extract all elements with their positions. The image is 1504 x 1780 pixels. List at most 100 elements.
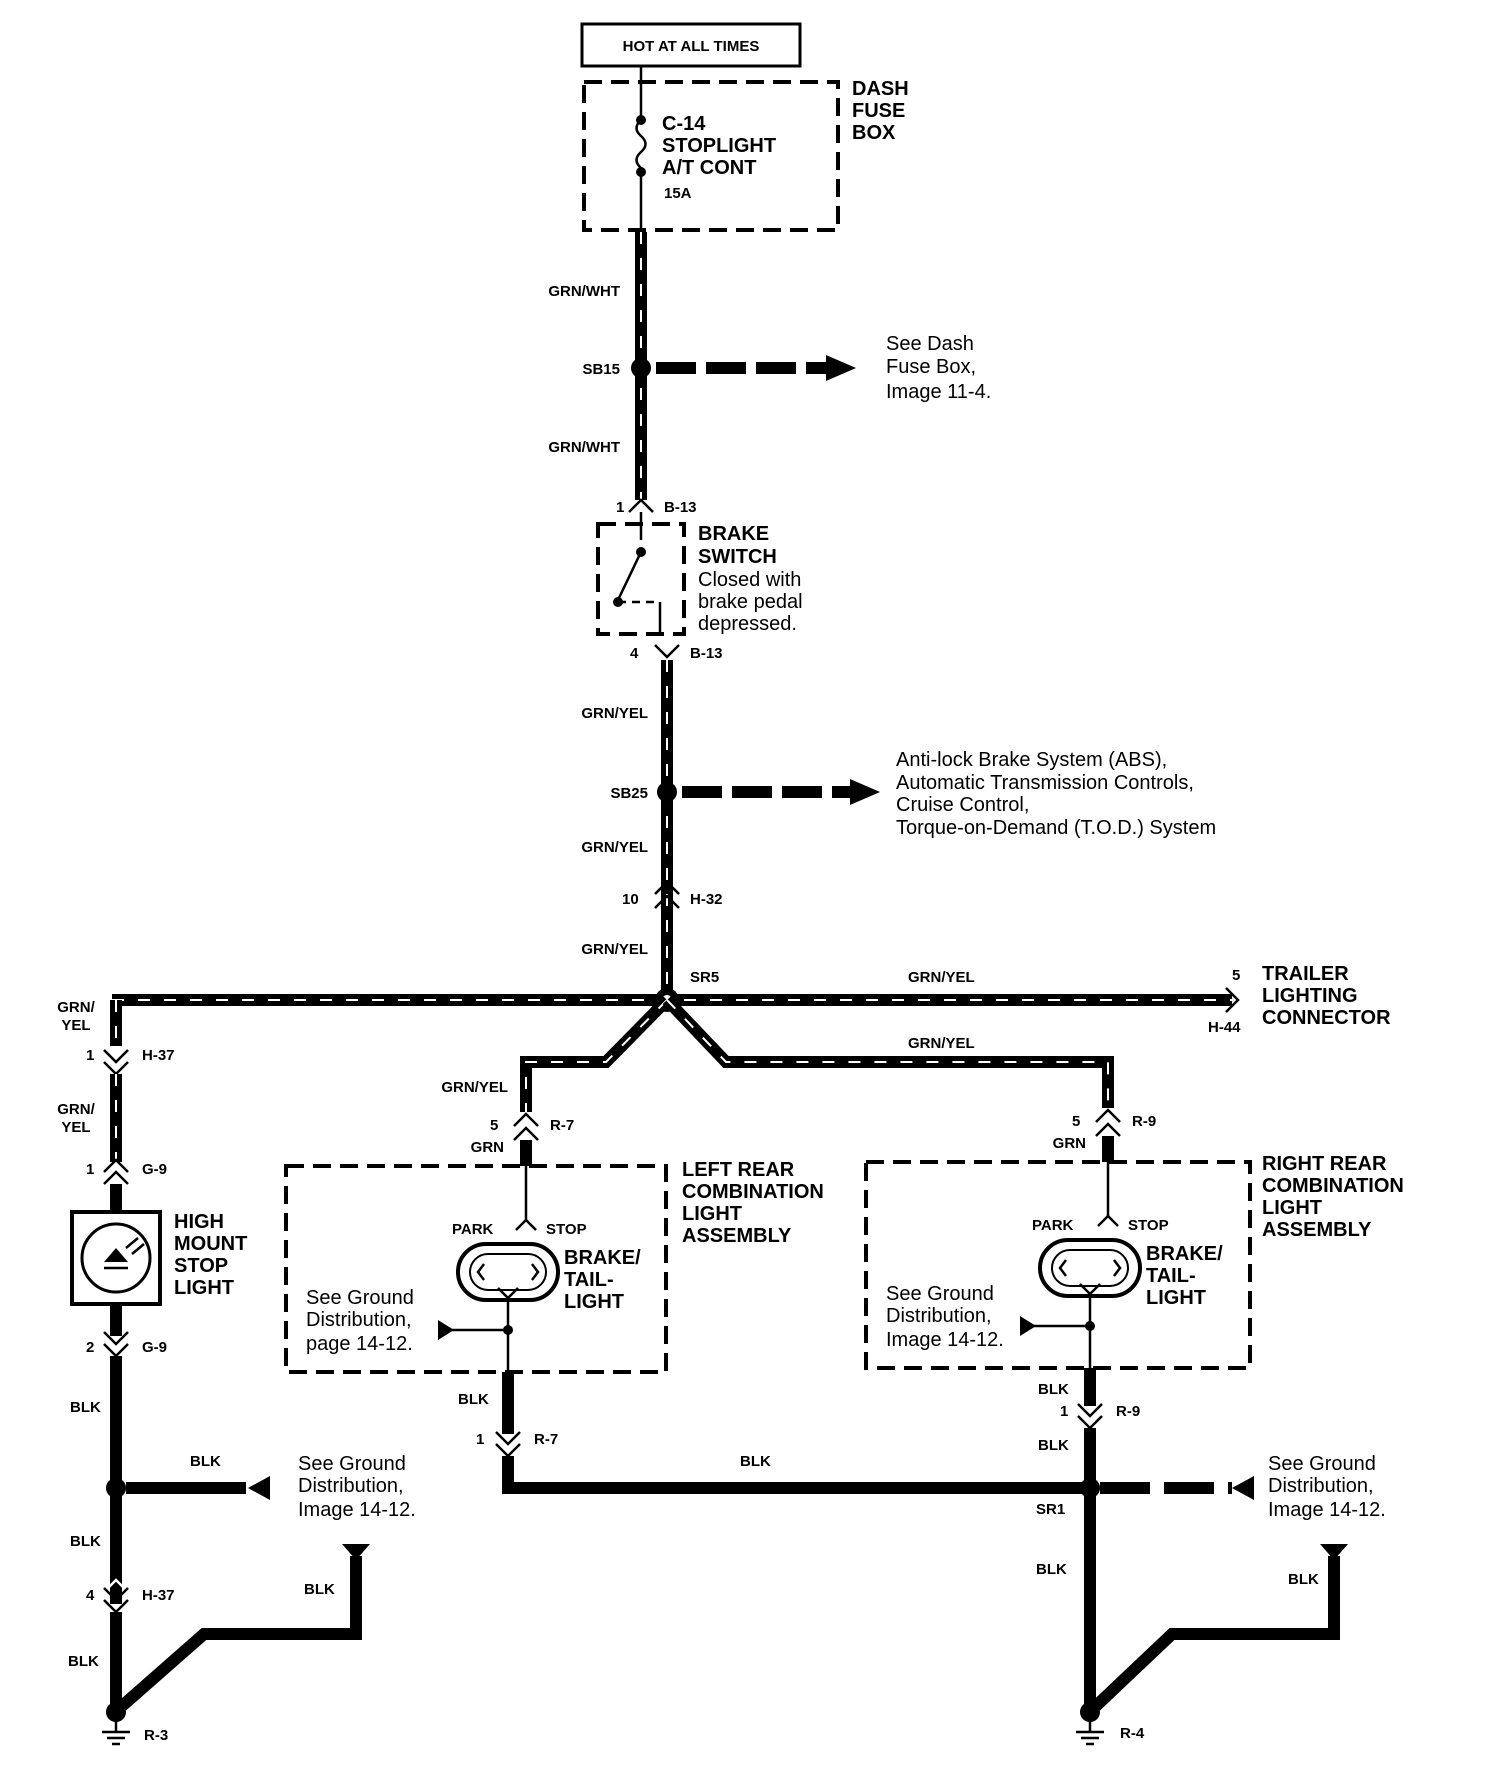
ground-label-r3: R-3 xyxy=(144,1727,168,1744)
splice-sb25 xyxy=(657,782,677,802)
wire-label-blk-r9-2: BLK xyxy=(1038,1437,1069,1454)
connector-label-g9-top: G-9 xyxy=(142,1161,167,1178)
connector-h32 xyxy=(654,880,680,895)
svg-text:LIGHT: LIGHT xyxy=(1262,1197,1322,1219)
right-rear-assy-outline xyxy=(864,1160,1252,1370)
right-park-label: PARK xyxy=(1032,1217,1074,1234)
svg-text:COMBINATION: COMBINATION xyxy=(682,1181,824,1203)
ground-r4 xyxy=(1080,1702,1100,1722)
connector-g9-top xyxy=(103,1158,129,1173)
svg-text:See Ground: See Ground xyxy=(1268,1453,1376,1475)
svg-text:Fuse Box,: Fuse Box, xyxy=(886,356,976,378)
pin-h37-1: 1 xyxy=(86,1047,94,1064)
dash-fuse-box-title: DASH FUSE BOX xyxy=(852,78,909,144)
wire-label-grn-left: GRN xyxy=(471,1139,504,1156)
connector-r9-bottom xyxy=(1077,1403,1103,1418)
fuse-rating: 15A xyxy=(664,185,692,202)
svg-text:Distribution,: Distribution, xyxy=(1268,1475,1374,1497)
left-park-label: PARK xyxy=(452,1221,494,1238)
svg-text:brake pedal: brake pedal xyxy=(698,591,803,613)
wire-label-grn-yel-3: GRN/YEL xyxy=(581,941,648,958)
pin-g9-2: 2 xyxy=(86,1339,94,1356)
splice-sr1 xyxy=(1080,1478,1100,1498)
connector-label-h32: H-32 xyxy=(690,891,723,908)
high-mount-title: HIGH MOUNT STOP LIGHT xyxy=(174,1211,247,1299)
svg-text:page 14-12.: page 14-12. xyxy=(306,1333,413,1355)
wire-label-grn-right: GRN xyxy=(1053,1135,1086,1152)
connector-b13-top xyxy=(628,498,654,513)
pin-r9-5: 5 xyxy=(1072,1113,1080,1130)
connector-label-g9-bottom: G-9 xyxy=(142,1339,167,1356)
left-rear-assy-outline xyxy=(284,1164,668,1374)
svg-text:SWITCH: SWITCH xyxy=(698,546,777,568)
svg-text:DASH: DASH xyxy=(852,78,909,100)
wire-label-blk-left-return: BLK xyxy=(304,1581,335,1598)
right-brake-tail-bulb xyxy=(1038,1238,1142,1298)
supply-label-box xyxy=(580,22,802,68)
svg-text:BOX: BOX xyxy=(852,122,896,144)
trailer-connector-title: TRAILER LIGHTING CONNECTOR xyxy=(1262,963,1391,1029)
svg-text:LEFT REAR: LEFT REAR xyxy=(682,1159,795,1181)
brake-switch-outline xyxy=(596,522,686,636)
svg-text:LIGHTING: LIGHTING xyxy=(1262,985,1358,1007)
left-bulb-title: BRAKE/ TAIL- LIGHT xyxy=(564,1247,641,1313)
fuse-name-2: A/T CONT xyxy=(662,157,756,179)
svg-text:LIGHT: LIGHT xyxy=(1146,1287,1206,1309)
pin-g9-1: 1 xyxy=(86,1161,94,1178)
left-rear-assy-title: LEFT REAR COMBINATION LIGHT ASSEMBLY xyxy=(682,1159,824,1247)
wire-label-grn-yel-left-2: GRN/ YEL xyxy=(57,1101,95,1136)
connector-label-b13-bottom: B-13 xyxy=(690,645,723,662)
svg-text:LIGHT: LIGHT xyxy=(174,1277,234,1299)
fuse-symbol xyxy=(635,119,647,169)
svg-text:ASSEMBLY: ASSEMBLY xyxy=(682,1225,792,1247)
connector-label-b13-top: B-13 xyxy=(664,499,697,516)
pin-b13-4: 4 xyxy=(630,645,639,662)
svg-text:GRN/: GRN/ xyxy=(57,999,95,1016)
wire-grn-yel-right-assy xyxy=(662,995,1114,1108)
svg-text:TRAILER: TRAILER xyxy=(1262,963,1349,985)
wire-blk-left-return xyxy=(118,1556,362,1711)
wire-label-blk-cross: BLK xyxy=(740,1453,771,1470)
connector-label-r9-top: R-9 xyxy=(1132,1113,1156,1130)
pin-h32-10: 10 xyxy=(622,891,639,908)
ref-ground-right: See Ground Distribution, Image 14-12. xyxy=(1268,1453,1386,1521)
svg-text:Cruise Control,: Cruise Control, xyxy=(896,794,1029,816)
svg-text:See Ground: See Ground xyxy=(306,1287,414,1309)
ground-label-r4: R-4 xyxy=(1120,1725,1145,1742)
svg-text:Automatic Transmission Control: Automatic Transmission Controls, xyxy=(896,772,1194,794)
splice-label-sr1: SR1 xyxy=(1036,1501,1065,1518)
svg-text:See Ground: See Ground xyxy=(298,1453,406,1475)
left-brake-tail-bulb xyxy=(456,1242,560,1302)
connector-label-r9-bottom: R-9 xyxy=(1116,1403,1140,1420)
ground-r3 xyxy=(106,1702,126,1722)
svg-text:Distribution,: Distribution, xyxy=(886,1305,992,1327)
svg-text:See Ground: See Ground xyxy=(886,1283,994,1305)
svg-text:FUSE: FUSE xyxy=(852,100,905,122)
svg-text:ASSEMBLY: ASSEMBLY xyxy=(1262,1219,1372,1241)
pin-h44-5: 5 xyxy=(1232,967,1240,984)
right-bulb-title: BRAKE/ TAIL- LIGHT xyxy=(1146,1243,1223,1309)
svg-text:Image 11-4.: Image 11-4. xyxy=(886,381,991,403)
ref-ground-right-assy: See Ground Distribution, Image 14-12. xyxy=(886,1283,1004,1351)
svg-text:TAIL-: TAIL- xyxy=(1146,1265,1196,1287)
wire-label-grn-wht-1: GRN/WHT xyxy=(548,283,620,300)
svg-text:TAIL-: TAIL- xyxy=(564,1269,614,1291)
svg-text:COMBINATION: COMBINATION xyxy=(1262,1175,1404,1197)
connector-label-h44: H-44 xyxy=(1208,1019,1241,1036)
wire-label-blk-right-return: BLK xyxy=(1288,1571,1319,1588)
svg-text:Closed with: Closed with xyxy=(698,569,801,591)
splice-label-sb25: SB25 xyxy=(610,785,648,802)
brake-switch-title: BRAKE SWITCH xyxy=(698,523,777,568)
svg-text:LIGHT: LIGHT xyxy=(564,1291,624,1313)
svg-text:CONNECTOR: CONNECTOR xyxy=(1262,1007,1391,1029)
fuse-name-1: STOPLIGHT xyxy=(662,135,776,157)
wire-label-grn-yel-right: GRN/YEL xyxy=(908,1035,975,1052)
pin-r9-1: 1 xyxy=(1060,1403,1068,1420)
ref-ground-left-assy: See Ground Distribution, page 14-12. xyxy=(306,1287,414,1355)
wire-label-blk-r9-1: BLK xyxy=(1038,1381,1069,1398)
svg-text:BRAKE: BRAKE xyxy=(698,523,769,545)
wire-label-blk-r7: BLK xyxy=(458,1391,489,1408)
fuse-id: C-14 xyxy=(662,113,706,135)
svg-text:Image 14-12.: Image 14-12. xyxy=(298,1499,416,1521)
connector-h37-top xyxy=(103,1049,129,1064)
